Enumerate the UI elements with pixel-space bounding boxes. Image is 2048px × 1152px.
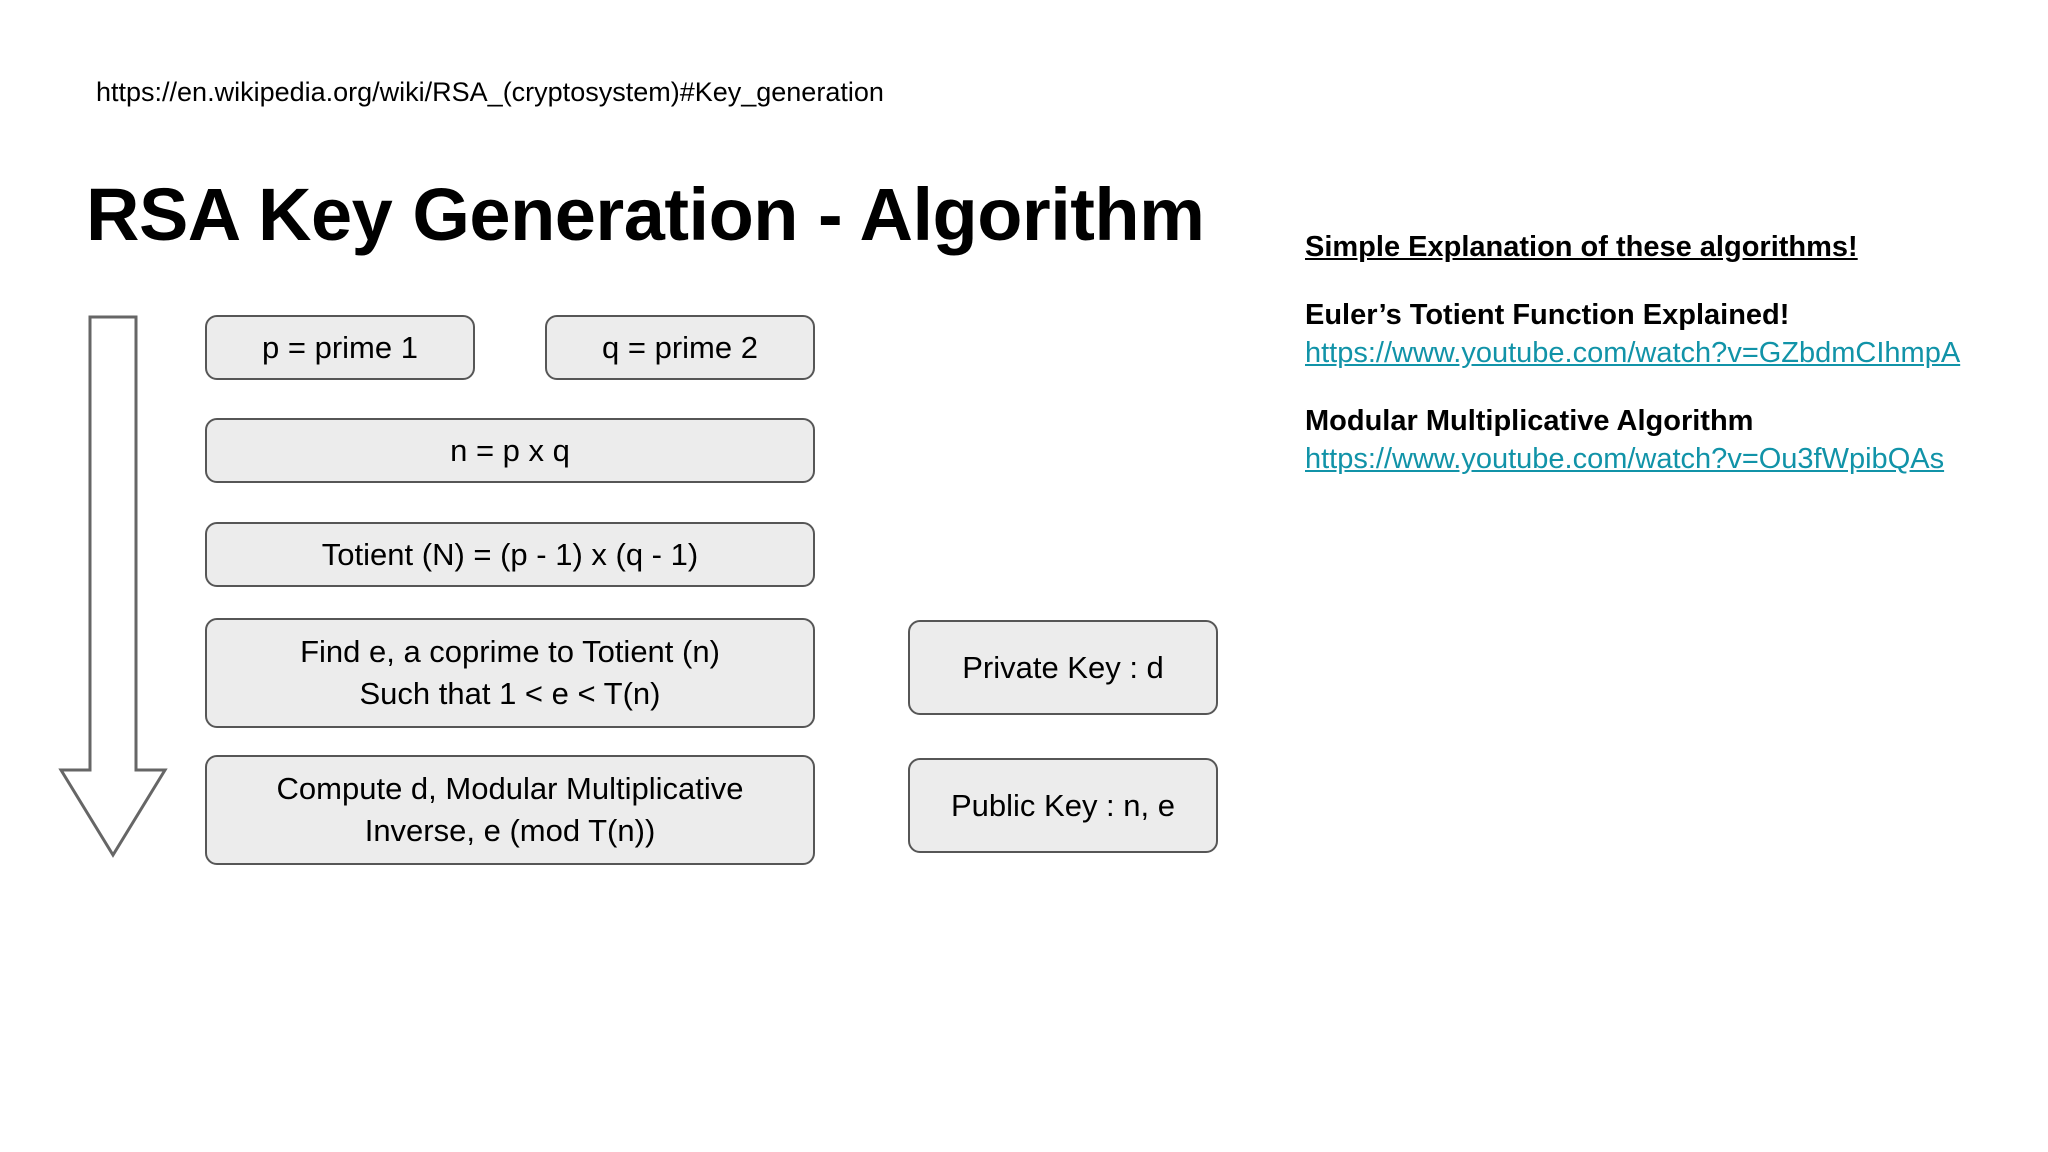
flow-box-private-key[interactable]: Private Key : d [908,620,1218,715]
resources-heading: Simple Explanation of these algorithms! [1305,231,1858,263]
flow-box-compute-d[interactable]: Compute d, Modular Multiplicative Invers… [205,755,815,865]
flow-box-totient-label: Totient (N) = (p - 1) x (q - 1) [321,536,699,572]
flow-box-public-key-label: Public Key : n, e [950,787,1175,823]
flow-box-q-prime-label: q = prime 2 [602,329,758,365]
flow-box-totient[interactable]: Totient (N) = (p - 1) x (q - 1) [205,522,815,587]
resource-link-modular-multiplicative[interactable]: https://www.youtube.com/watch?v=Ou3fWpib… [1305,443,1945,475]
flow-box-n-modulus[interactable]: n = p x q [205,418,815,483]
resource-title-euler-totient: Euler’s Totient Function Explained! [1305,299,1790,331]
flow-box-n-modulus-label: n = p x q [450,432,570,468]
flow-box-q-prime[interactable]: q = prime 2 [545,315,815,380]
flow-box-public-key[interactable]: Public Key : n, e [908,758,1218,853]
resource-title-modular-multiplicative: Modular Multiplicative Algorithm [1305,405,1754,437]
resources-heading-group: Simple Explanation of these algorithms! [1305,228,2005,266]
source-url-text: https://en.wikipedia.org/wiki/RSA_(crypt… [96,77,884,107]
page-title: RSA Key Generation - Algorithm [86,172,1205,256]
flow-box-find-e[interactable]: Find e, a coprime to Totient (n) Such th… [205,618,815,728]
resource-link-euler-totient[interactable]: https://www.youtube.com/watch?v=GZbdmCIh… [1305,337,1961,369]
resource-item-modular-multiplicative: Modular Multiplicative Algorithm https:/… [1305,402,2005,478]
flow-box-p-prime-label: p = prime 1 [262,329,418,365]
flow-box-compute-d-label: Compute d, Modular Multiplicative Invers… [276,771,744,848]
flow-box-p-prime[interactable]: p = prime 1 [205,315,475,380]
resource-item-euler-totient: Euler’s Totient Function Explained! http… [1305,296,2005,372]
flow-box-private-key-label: Private Key : d [962,649,1164,685]
down-arrow-icon [58,315,168,860]
resources-panel: Simple Explanation of these algorithms! … [1305,228,2005,478]
flow-box-find-e-label: Find e, a coprime to Totient (n) Such th… [300,634,720,711]
